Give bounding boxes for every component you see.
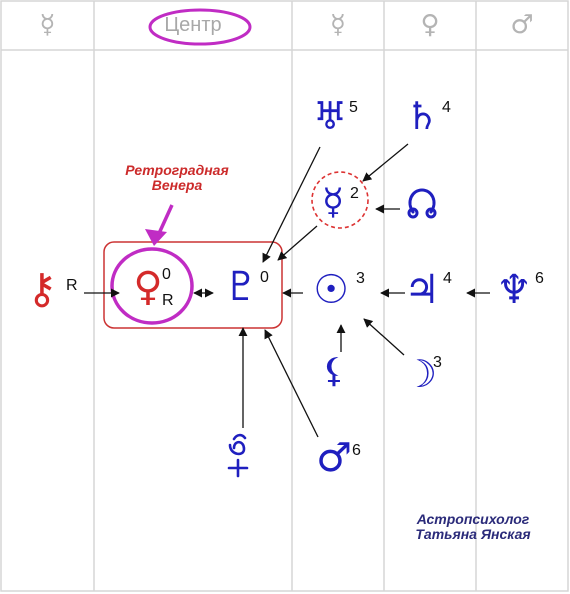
retrograde-venus-annotation: Ретроградная Венера (112, 162, 242, 194)
neptune-icon: ♆ (496, 267, 532, 313)
sun-icon: ☉ (313, 267, 349, 313)
uranus-label: 5 (349, 99, 358, 116)
annotation-pointer-head (145, 229, 167, 246)
arrow-saturn-to-mercury (362, 143, 409, 182)
saturn-label: 4 (442, 99, 451, 116)
header-mars-icon: ♂ (510, 10, 534, 40)
uranus-icon: ♅ (312, 94, 348, 138)
header-center-label: Центр (164, 13, 222, 36)
center-highlight-ellipse (148, 8, 252, 46)
sun-label: 3 (356, 270, 365, 287)
annotation-line-2: Венера (151, 177, 203, 194)
jupiter-label: 4 (443, 270, 452, 287)
mars-icon: ♂ (316, 435, 352, 481)
arrow-uranus-to-pluto (262, 146, 321, 263)
jupiter-icon: ♃ (404, 267, 440, 313)
saturn-icon: ♄ (404, 94, 440, 138)
proserpina-icon (227, 433, 249, 478)
mercury-label: 2 (350, 185, 359, 202)
node-right-loop (425, 207, 437, 219)
venus-highlight-ellipse (110, 247, 194, 325)
node-arc (408, 188, 436, 214)
pluto-icon: ♇ (223, 264, 259, 310)
venus-icon: ♀ (133, 264, 163, 310)
moon-icon: ☽ (402, 352, 438, 396)
author-signature: Астропсихолог Татьяна Янская (398, 511, 548, 543)
annotation-line-1: Ретроградная (125, 162, 229, 178)
mercury-dashed-circle (311, 171, 369, 229)
venus-retrograde-label: R (162, 292, 174, 309)
pluto-label: 0 (260, 269, 269, 286)
header-venus-icon: ♀ (420, 10, 440, 40)
mars-label: 6 (352, 442, 361, 459)
node-left-loop (407, 207, 419, 219)
arrow-moon-to-sun (363, 318, 405, 356)
venus-label: 0 (162, 266, 171, 283)
moon-label: 3 (433, 354, 442, 371)
signature-line-1: Астропсихолог (416, 511, 530, 527)
signature-line-2: Татьяна Янская (415, 526, 531, 543)
lilith-icon: ⚸ (321, 351, 347, 391)
mercury-icon: ☿ (321, 182, 345, 223)
conjunction-box (103, 241, 283, 329)
neptune-label: 6 (535, 270, 544, 287)
chiron-label: R (66, 277, 78, 294)
header-mercury-icon: ☿ (39, 10, 56, 40)
chiron-icon: ⚷ (26, 264, 58, 313)
header-mercury-icon-2: ☿ (330, 10, 346, 40)
arrow-mars-to-pluto (264, 329, 319, 438)
arrow-mercury-to-pluto (277, 225, 318, 261)
